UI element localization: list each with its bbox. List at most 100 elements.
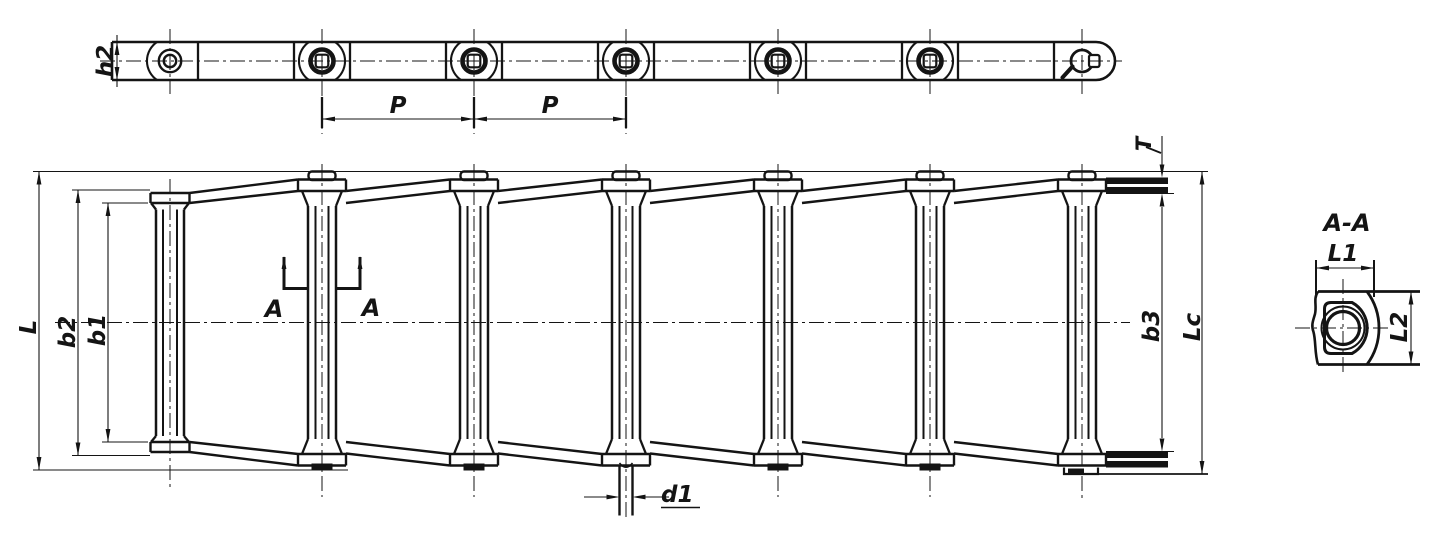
end-link-band (1106, 461, 1168, 468)
link-plate-top-edge (345, 440, 451, 456)
link-plate-top-edge (953, 178, 1059, 193)
flange-taper (942, 438, 952, 455)
b2-arrow (75, 442, 81, 456)
top-view-chain-elevation (100, 29, 1122, 134)
link-plate-bottom-edge (953, 452, 1059, 467)
L2-arrow (1408, 291, 1414, 305)
d1-arrow (632, 494, 646, 500)
pitch-arrow (322, 116, 335, 122)
flange-taper (638, 190, 648, 207)
rivet-head (919, 463, 941, 471)
label-d1: d1 (661, 482, 693, 508)
flange-taper (756, 438, 766, 455)
L1-arrow (1316, 265, 1329, 271)
boss-arc (790, 41, 803, 81)
flange-taper (452, 190, 462, 207)
flange-taper (1094, 438, 1104, 455)
rivet-head (463, 463, 485, 471)
label-L1: L1 (1328, 241, 1359, 267)
link-plate-bottom-edge (189, 189, 299, 205)
label-pitch-2: P (542, 93, 559, 119)
link-plate-bottom-edge (801, 452, 907, 467)
label-b3: b3 (1139, 310, 1165, 342)
flange-taper (604, 438, 614, 455)
label-h2: h2 (93, 45, 119, 77)
section-arrow (357, 256, 363, 269)
rivet-head (767, 463, 789, 471)
flange-taper (1094, 190, 1104, 207)
h2-arrow (114, 42, 120, 55)
pitch-arrow (461, 116, 474, 122)
L1-arrow (1361, 265, 1374, 271)
b3-arrow (1159, 438, 1165, 452)
L-arrow (36, 457, 42, 470)
dimension-labels: h2 P P L b2 b1 A A d1 T b3 Lc A-A L1 L2 (16, 45, 1413, 508)
link-plate-top-edge (953, 440, 1059, 456)
flange-taper (638, 438, 648, 455)
section-cut-mark (337, 257, 362, 290)
flange-taper (756, 190, 766, 207)
flange-taper (942, 190, 952, 207)
flange-taper (790, 438, 800, 455)
cotter-pin-tail (1060, 64, 1075, 80)
b1-arrow (105, 203, 111, 216)
flange-taper (486, 438, 496, 455)
link-plate-top-edge (345, 178, 451, 193)
flange-taper (790, 190, 800, 207)
flange-taper (908, 190, 918, 207)
link-plate-bottom-edge (345, 189, 451, 205)
link-plate-bottom-edge (649, 189, 755, 205)
label-Lc: Lc (1180, 312, 1206, 341)
section-cut-mark (282, 257, 307, 290)
link-plate-top-edge (801, 178, 907, 193)
flange-taper (1060, 438, 1070, 455)
link-plate-bottom-edge (345, 452, 451, 467)
Lc-arrow (1199, 461, 1205, 474)
label-overall-width-L: L (16, 320, 42, 335)
flange-taper (604, 190, 614, 207)
label-pitch-1: P (390, 93, 407, 119)
link-plate-bottom-edge (497, 452, 603, 467)
flange-taper (908, 438, 918, 455)
link-plate-bottom-edge (189, 450, 299, 467)
T-leader (1145, 146, 1162, 154)
end-link-band (1106, 177, 1168, 184)
flange-taper (150, 202, 157, 211)
d1-arrow (606, 494, 620, 500)
L-arrow (36, 171, 42, 185)
flange-taper (452, 438, 462, 455)
pitch-arrow (474, 116, 487, 122)
label-L2: L2 (1387, 312, 1413, 343)
rivet-head (311, 463, 333, 471)
b3-arrow (1159, 193, 1165, 207)
label-b2: b2 (55, 316, 81, 348)
L2-arrow (1408, 351, 1414, 365)
bushing-section-ring (1323, 301, 1369, 355)
link-plate-bottom-edge (801, 189, 907, 205)
Lc-arrow (1199, 171, 1205, 185)
label-section-mark-right: A (360, 294, 381, 322)
flange-taper (334, 190, 344, 207)
flange-taper (300, 190, 310, 207)
pin-end-arc (618, 462, 634, 469)
link-plate-top-edge (497, 440, 603, 456)
section-arrow (281, 256, 287, 269)
b2-arrow (75, 190, 81, 203)
section-left-edge (1311, 290, 1320, 365)
pitch-arrow (613, 116, 626, 122)
link-plate-top-edge (801, 440, 907, 456)
link-plate-top-edge (189, 178, 299, 195)
label-section-title: A-A (1321, 209, 1370, 237)
cotter-bar (1068, 468, 1084, 474)
main-view-chain-plan (33, 136, 1208, 521)
flange-taper (1060, 190, 1070, 207)
flange-taper (486, 190, 496, 207)
link-plate-bottom-edge (953, 189, 1059, 205)
link-plate-top-edge (497, 178, 603, 193)
end-link-band (1106, 187, 1168, 194)
flange-taper (334, 438, 344, 455)
link-plate-bottom-edge (497, 189, 603, 205)
label-b1: b1 (85, 314, 111, 346)
